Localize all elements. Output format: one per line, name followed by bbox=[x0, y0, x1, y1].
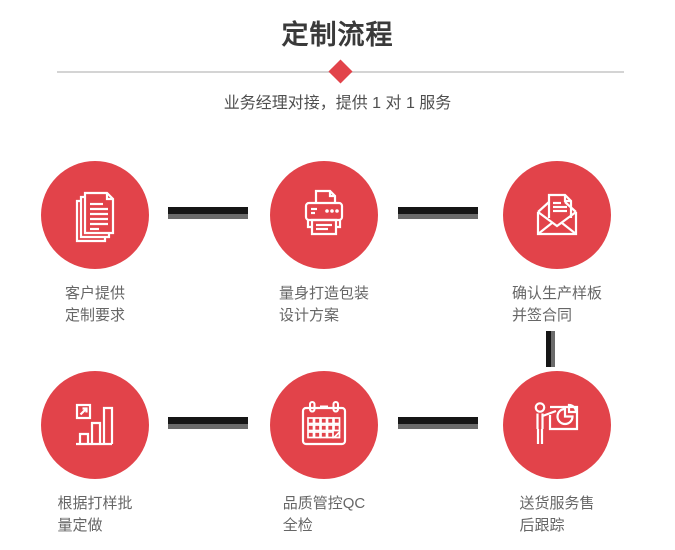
flow-connector-h1 bbox=[168, 207, 248, 219]
diamond-icon bbox=[328, 59, 353, 84]
step-label: 量身打造包装 设计方案 bbox=[278, 285, 369, 324]
step-card-5: 品质管控QC 全检 bbox=[239, 371, 409, 537]
step-card-1: 客户提供 定制要求 bbox=[10, 161, 180, 327]
flow-connector-h3 bbox=[168, 417, 248, 429]
envelope-icon bbox=[536, 193, 578, 236]
page-title: 定制流程 bbox=[281, 20, 394, 50]
step-circle-badge bbox=[270, 161, 378, 269]
step-circle-badge bbox=[503, 161, 611, 269]
step-circle-badge bbox=[270, 371, 378, 479]
step-card-6: 送货服务售 后跟踪 bbox=[472, 371, 642, 537]
step-label: 客户提供 定制要求 bbox=[64, 285, 125, 324]
bar-chart-icon bbox=[75, 403, 114, 446]
step-circle-badge bbox=[503, 371, 611, 479]
subtitle: 业务经理对接，提供 1 对 1 服务 bbox=[223, 95, 452, 112]
step-circle-badge bbox=[41, 371, 149, 479]
documents-icon bbox=[75, 191, 115, 243]
step-card-3: 确认生产样板 并签合同 bbox=[472, 161, 642, 327]
step-circle-badge bbox=[41, 161, 149, 269]
step-label: 品质管控QC 全检 bbox=[282, 495, 366, 534]
step-card-4: 根据打样批 量定做 bbox=[10, 371, 180, 537]
flow-connector-h2 bbox=[398, 207, 478, 219]
step-label: 送货服务售 后跟踪 bbox=[519, 495, 595, 534]
presenter-icon bbox=[534, 402, 579, 444]
step-label: 确认生产样板 并签合同 bbox=[511, 285, 602, 324]
calendar-icon bbox=[301, 401, 347, 446]
step-card-2: 量身打造包装 设计方案 bbox=[239, 161, 409, 327]
flow-connector-h4 bbox=[398, 417, 478, 429]
step-label: 根据打样批 量定做 bbox=[57, 495, 133, 534]
flow-connector-vertical bbox=[546, 331, 555, 367]
printer-icon bbox=[304, 189, 344, 236]
